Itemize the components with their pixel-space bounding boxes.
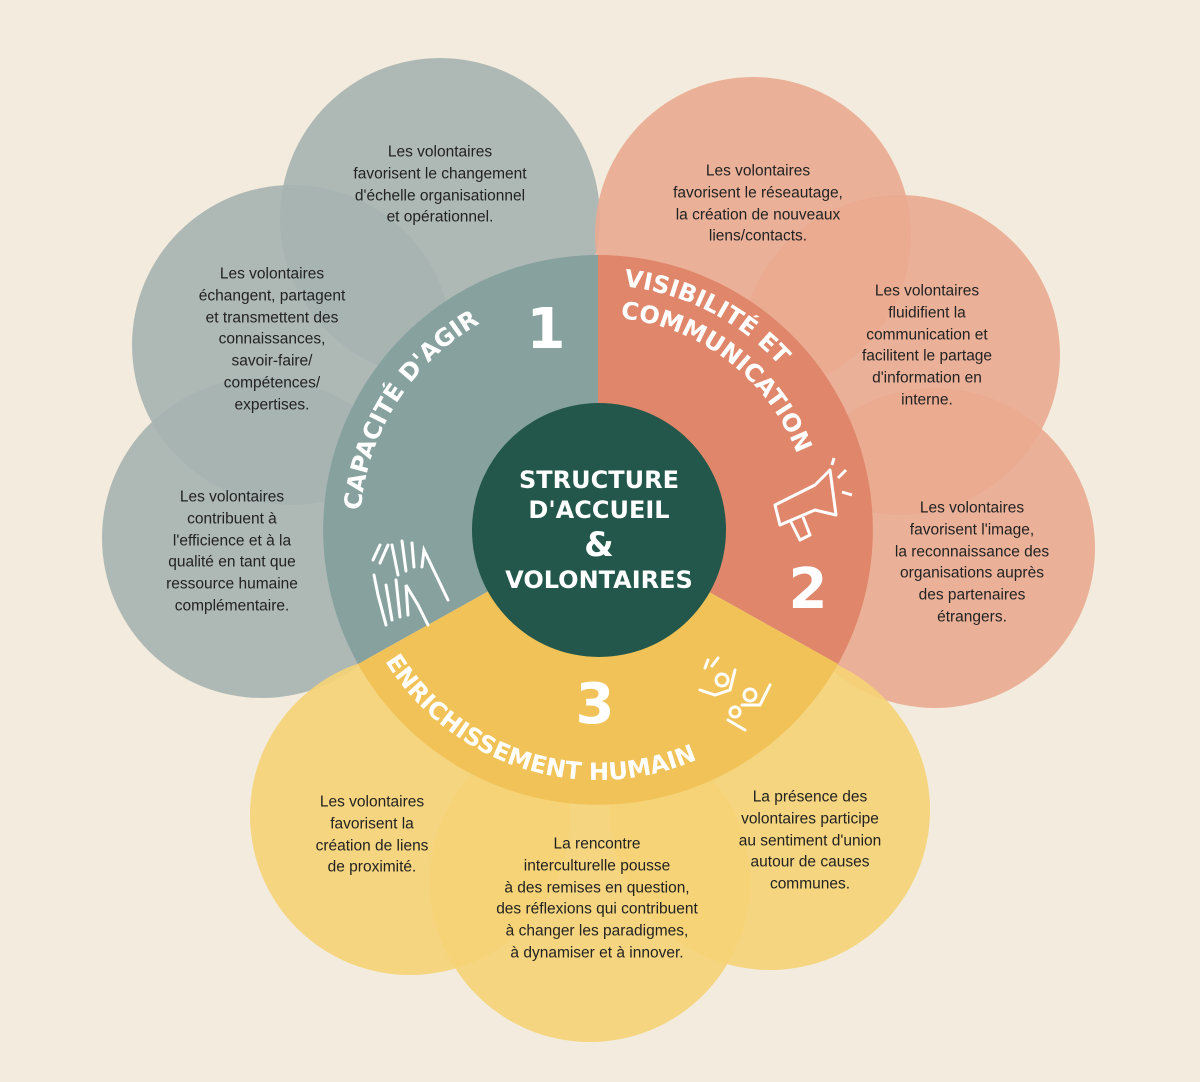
clapping-hands-icon bbox=[371, 539, 450, 627]
section-2-number: 2 bbox=[788, 557, 828, 622]
megaphone-icon bbox=[773, 457, 853, 542]
center-label: STRUCTURE D'ACCUEIL & VOLONTAIRES bbox=[505, 465, 693, 595]
celebrating-people-icon bbox=[698, 656, 772, 732]
petal-text-3-3: La présence des volontaires participe au… bbox=[738, 788, 882, 893]
section-1-number: 1 bbox=[526, 297, 566, 362]
petal-text-2-2: Les volontaires fluidifient la communica… bbox=[861, 282, 993, 409]
petal-text-3-2: La rencontre interculturelle pousse à de… bbox=[496, 835, 698, 962]
section-3-number: 3 bbox=[575, 672, 615, 737]
center-ampersand: & bbox=[584, 525, 614, 565]
petal bbox=[430, 722, 750, 1042]
petal-text-2-3: Les volontaires favorisent l'image, la r… bbox=[894, 499, 1050, 626]
center-line-2: D'ACCUEIL bbox=[528, 496, 670, 524]
center-line-1: STRUCTURE bbox=[519, 466, 679, 494]
petal-text-1-3: Les volontaires contribuent à l'efficien… bbox=[166, 488, 298, 615]
petal-text-3-1: Les volontaires favorisent la création d… bbox=[315, 793, 429, 876]
center-line-3: VOLONTAIRES bbox=[505, 566, 693, 594]
petal-text-2-1: Les volontaires favorisent le réseautage… bbox=[673, 162, 843, 245]
petals-yellow bbox=[250, 650, 930, 1042]
petal-text-1-1: Les volontaires favorisent le changement… bbox=[353, 143, 527, 226]
center-circle bbox=[472, 403, 726, 657]
ring-segment-3 bbox=[358, 530, 838, 805]
petal-text-1-2: Les volontaires échangent, partagent et … bbox=[198, 265, 346, 414]
